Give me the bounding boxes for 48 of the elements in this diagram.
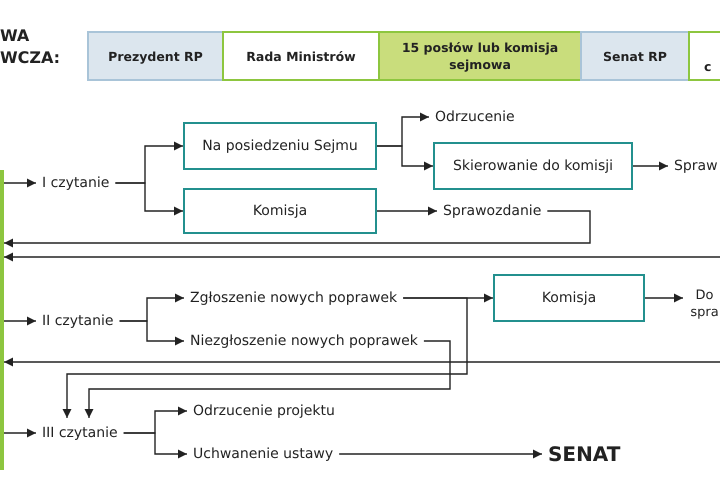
initiator-box xyxy=(580,31,690,81)
arrow xyxy=(645,294,683,302)
arrow xyxy=(4,252,720,262)
box-label: c xyxy=(704,58,712,75)
box-label: Na posiedzeniu Sejmu xyxy=(202,138,358,154)
step-label: II czytanie xyxy=(42,312,114,330)
process-box xyxy=(493,274,645,322)
arrow xyxy=(4,358,720,366)
arrow xyxy=(4,428,36,438)
vertical-bar xyxy=(0,170,4,470)
arrow xyxy=(4,210,591,248)
step-label: Odrzucenie projektu xyxy=(193,402,335,420)
arrow xyxy=(339,450,542,458)
arrow xyxy=(377,145,433,170)
box-label: Komisja xyxy=(252,203,308,219)
step-label: Sprawozdanie xyxy=(443,202,542,220)
arrow xyxy=(124,432,187,458)
initiator-box xyxy=(688,31,720,81)
arrow xyxy=(4,178,36,188)
box-label: Prezydent RP xyxy=(108,48,203,64)
box-label: Komisja xyxy=(542,290,596,306)
step-label: Spraw xyxy=(674,157,718,175)
step-label: I czytanie xyxy=(42,174,110,192)
process-box xyxy=(433,142,633,190)
step-label: III czytanie xyxy=(42,424,118,442)
box-label: 15 posłów lub komisja sejmowa xyxy=(400,39,560,73)
arrow xyxy=(119,320,184,346)
initiator-box xyxy=(222,31,380,81)
initiator-box xyxy=(87,31,224,81)
arrow xyxy=(62,297,468,418)
box-label: Rada Ministrów xyxy=(246,48,356,64)
box-label: Senat RP xyxy=(603,48,667,64)
arrow xyxy=(633,162,668,170)
step-label: Odrzucenie xyxy=(435,108,515,126)
step-label: Niezgłoszenie nowych poprawek xyxy=(190,332,418,350)
initiator-box xyxy=(378,31,582,81)
arrow xyxy=(377,206,437,216)
step-label: Zgłoszenie nowych poprawek xyxy=(190,289,398,307)
box-label: Skierowanie do komisji xyxy=(452,158,614,174)
destination-label: SENAT xyxy=(548,442,620,466)
step-label: Do spra xyxy=(689,287,720,321)
heading-label: WA WCZA: xyxy=(0,25,58,69)
arrow xyxy=(115,182,183,216)
arrow xyxy=(4,316,36,326)
step-label: Uchwanenie ustawy xyxy=(193,445,334,463)
process-box xyxy=(183,122,377,170)
arrow xyxy=(84,340,451,418)
process-box xyxy=(183,188,377,234)
